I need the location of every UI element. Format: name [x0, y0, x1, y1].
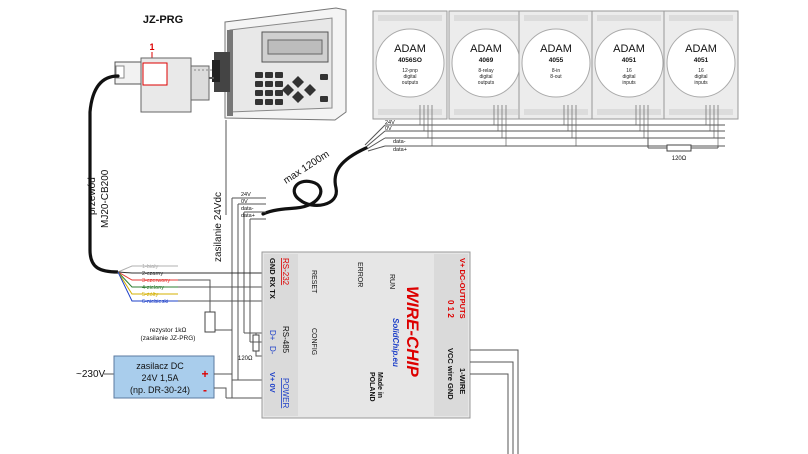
- config-label: CONFIG: [310, 328, 317, 355]
- programmer-marker: 1: [149, 42, 154, 52]
- wirechip-site: SolidChip.eu: [391, 318, 400, 367]
- keypad: [255, 72, 328, 105]
- adam-model: 4055: [549, 57, 564, 64]
- svg-text:inputs: inputs: [694, 80, 708, 86]
- rs232-pins: GND RX TX: [268, 258, 277, 299]
- jz-prg-programmer: [114, 52, 214, 113]
- wire-label: 3-czerwony: [142, 278, 170, 284]
- svg-text:digital: digital: [622, 74, 635, 80]
- adam-model: 4056SO: [398, 57, 422, 64]
- bus-label-0v: 0V: [385, 126, 392, 132]
- resistor-1k: rezystor 1kΩ (zasilanie JZ-PRG): [141, 311, 216, 342]
- adam-brand: ADAM: [470, 43, 502, 55]
- adam-model: 4051: [694, 57, 709, 64]
- mains-label: ~230V: [76, 369, 106, 380]
- adam-brand: ADAM: [540, 43, 572, 55]
- rs232-title: RS-232: [281, 258, 290, 286]
- terminator-resistor-left: 120Ω: [238, 332, 266, 362]
- programmer-title: JZ-PRG: [143, 14, 183, 26]
- adam-model: 4051: [622, 57, 637, 64]
- wire-label: 5-żółty: [142, 292, 158, 298]
- rs485-pin-dplus: D+: [268, 330, 277, 341]
- wire-label: 6-niebieski: [142, 299, 168, 305]
- bus-label-24v: 24V: [385, 120, 395, 126]
- wire-chip-module: RS-232 GND RX TX RS-485 D+ D- POWER V+ 0…: [261, 251, 471, 419]
- svg-text:8-out: 8-out: [550, 74, 562, 80]
- onewire-pins: VCC wire GND: [446, 348, 455, 400]
- terminator-label: 120Ω: [672, 156, 687, 162]
- power-pins: V+ 0V: [268, 372, 277, 393]
- power-supply: zasilacz DC 24V 1,5A (np. DR-30-24) + -: [113, 355, 215, 399]
- wire-label: 4-zielony: [142, 285, 164, 291]
- cable-label-line2: MJ20-CB200: [100, 169, 111, 228]
- rs485-title: RS-485: [281, 326, 290, 354]
- svg-text:24V: 24V: [241, 192, 251, 198]
- module-bus-drops: [419, 105, 719, 146]
- resistor-note: (zasilanie JZ-PRG): [141, 335, 196, 342]
- onewire-title: 1-WIRE: [458, 368, 467, 394]
- adam-module: ADAM 4069 8-relay digital outputs: [448, 10, 524, 120]
- controller-device: [212, 7, 347, 121]
- adam-brand: ADAM: [685, 43, 717, 55]
- psu-line3: (np. DR-30-24): [130, 385, 190, 395]
- wire-label: 1-biały: [142, 264, 158, 270]
- svg-text:outputs: outputs: [478, 80, 495, 86]
- svg-text:data-: data-: [241, 206, 254, 212]
- dc-outputs-pins: 0 1 2: [446, 300, 455, 318]
- svg-text:8-relay: 8-relay: [478, 68, 494, 74]
- svg-text:digital: digital: [479, 74, 492, 80]
- colored-wires: [117, 265, 278, 331]
- error-label: ERROR: [356, 262, 363, 287]
- dc-outputs-title: V+ DC-OUTPUTS: [458, 258, 467, 319]
- svg-text:16: 16: [698, 68, 704, 74]
- psu-minus: -: [203, 383, 207, 397]
- terminator-resistor-right: 120Ω: [647, 138, 719, 162]
- bus-label-data-minus: data-: [393, 139, 406, 145]
- adam-model: 4069: [479, 57, 494, 64]
- svg-text:16: 16: [626, 68, 632, 74]
- terminator-label: 120Ω: [238, 356, 253, 362]
- wirechip-brand: WIRE-CHIP: [403, 286, 422, 377]
- svg-text:8-in: 8-in: [552, 68, 561, 74]
- run-label: RUN: [388, 274, 395, 289]
- svg-text:data+: data+: [241, 213, 255, 219]
- psu-line2: 24V 1,5A: [141, 373, 178, 383]
- supply-label: zasilanie 24Vdc: [213, 192, 224, 262]
- psu-plus: +: [201, 367, 208, 381]
- svg-text:0V: 0V: [241, 199, 248, 205]
- bus-label-data-plus: data+: [393, 147, 407, 153]
- svg-text:inputs: inputs: [622, 80, 636, 86]
- psu-output-wires: [214, 373, 268, 399]
- psu-line1: zasilacz DC: [136, 361, 184, 371]
- adam-module-row: ADAM 4056SO 12-pnp digital outputs ADAM …: [372, 10, 739, 120]
- adam-module: ADAM 4056SO 12-pnp digital outputs: [372, 10, 448, 120]
- power-title: POWER: [281, 378, 290, 408]
- reset-label: RESET: [310, 270, 317, 294]
- adam-module: ADAM 4055 8-in 8-out: [518, 10, 594, 120]
- svg-text:digital: digital: [403, 74, 416, 80]
- mj20-cable: [88, 74, 120, 274]
- svg-text:12-pnp: 12-pnp: [402, 68, 418, 74]
- adam-module: ADAM 4051 16 digital inputs: [663, 10, 739, 120]
- adam-module: ADAM 4051 16 digital inputs: [591, 10, 667, 120]
- rs485-pin-dminus: D-: [268, 346, 277, 355]
- local-bus-lines: [231, 197, 266, 385]
- made-in: Made in: [376, 372, 383, 398]
- adam-brand: ADAM: [613, 43, 645, 55]
- resistor-note: rezystor 1kΩ: [150, 327, 187, 334]
- svg-text:digital: digital: [694, 74, 707, 80]
- onewire-wires: [470, 349, 519, 454]
- wire-label: 2-czarny: [142, 271, 163, 277]
- cable-label-line1: przewód: [87, 177, 98, 215]
- svg-text:outputs: outputs: [402, 80, 419, 86]
- adam-brand: ADAM: [394, 43, 426, 55]
- made-in-country: POLAND: [368, 372, 375, 402]
- long-cable: [261, 146, 368, 216]
